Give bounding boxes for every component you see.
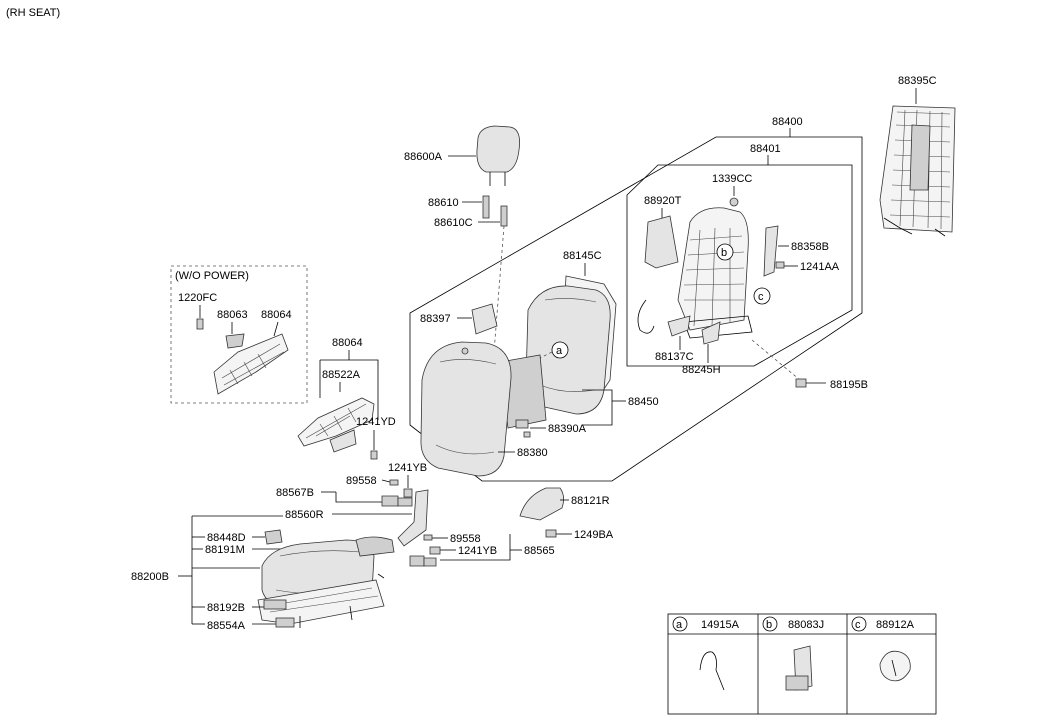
label-88064[interactable]: 88064 (332, 337, 363, 349)
label-88560R[interactable]: 88560R (285, 509, 324, 521)
screw-1249BA (545, 529, 557, 538)
legend-a-letter: a (676, 619, 683, 631)
label-88920T[interactable]: 88920T (644, 195, 682, 207)
label-89558-lower[interactable]: 89558 (450, 533, 481, 545)
pad-88192B (263, 599, 287, 610)
legend-b-part[interactable]: 88083J (788, 619, 824, 631)
backrest-cover-88380 (420, 341, 547, 477)
guide-88610 (482, 195, 490, 219)
screw-1241YD (370, 450, 378, 460)
label-88195B[interactable]: 88195B (830, 379, 868, 391)
label-88567B[interactable]: 88567B (276, 487, 314, 499)
holder-88083J (785, 645, 813, 691)
legend-b-letter: b (766, 619, 772, 631)
label-88064-wo[interactable]: 88064 (261, 309, 292, 321)
headrest-88600A (476, 125, 520, 186)
wire-clip-14915A (699, 651, 725, 691)
label-88400[interactable]: 88400 (772, 116, 803, 128)
label-88380[interactable]: 88380 (517, 447, 548, 459)
label-1339CC[interactable]: 1339CC (712, 173, 752, 185)
label-88450[interactable]: 88450 (628, 396, 659, 408)
label-88395C[interactable]: 88395C (898, 75, 937, 87)
clips-88565 (409, 555, 437, 567)
wo-power-box (170, 265, 308, 404)
screw-1241YB-lower (429, 546, 441, 555)
wo-power-note: (W/O POWER) (175, 270, 249, 282)
legend-table: a 14915A b 88083J c 88912A (667, 613, 937, 715)
screw-1241YB-upper (403, 488, 413, 498)
label-1241YB-upper[interactable]: 1241YB (388, 462, 427, 474)
clips-88567B (381, 495, 413, 507)
nut-1339CC (729, 197, 739, 207)
label-88137C[interactable]: 88137C (655, 351, 694, 363)
side-cover-88064 (297, 397, 375, 453)
assembly-frame-88401 (626, 164, 853, 367)
label-1220FC[interactable]: 1220FC (178, 292, 217, 304)
bracket-88358B (763, 225, 779, 277)
diagram-title: (RH SEAT) (6, 7, 60, 19)
screw-1241AA (775, 261, 785, 269)
legend-c-letter: c (855, 619, 861, 631)
label-88145C[interactable]: 88145C (563, 250, 602, 262)
bolt-88195B (795, 378, 807, 388)
back-panel-88395C (879, 105, 956, 237)
label-88358B[interactable]: 88358B (791, 241, 829, 253)
callout-a-marker[interactable] (551, 341, 569, 359)
airbag-88920T (644, 215, 679, 269)
label-88610[interactable]: 88610 (428, 197, 459, 209)
label-88397[interactable]: 88397 (420, 313, 451, 325)
label-88522A[interactable]: 88522A (322, 369, 361, 381)
screw-1220FC (196, 318, 204, 330)
guide-88610C (500, 205, 508, 227)
label-88191M[interactable]: 88191M (205, 544, 245, 556)
label-88565[interactable]: 88565 (524, 545, 555, 557)
wire-harness (637, 299, 655, 334)
clip-88390A (515, 419, 531, 438)
callout-b-letter: b (721, 247, 727, 259)
label-88200B[interactable]: 88200B (131, 571, 169, 583)
panel-88397 (471, 303, 498, 335)
cover-88448D (264, 529, 283, 545)
pad-88554A (275, 617, 295, 628)
bracket-88245H (701, 321, 721, 345)
label-1249BA[interactable]: 1249BA (574, 529, 614, 541)
label-1241YB-lower[interactable]: 1241YB (458, 545, 497, 557)
legend-a-part[interactable]: 14915A (701, 619, 740, 631)
bracket-88137C (667, 315, 691, 337)
label-88063[interactable]: 88063 (217, 309, 248, 321)
callout-c-marker[interactable] (753, 287, 771, 305)
label-89558-upper[interactable]: 89558 (346, 475, 377, 487)
cover-88121R (519, 487, 564, 521)
label-88245H[interactable]: 88245H (682, 364, 721, 376)
label-88121R[interactable]: 88121R (571, 495, 610, 507)
pin-89558-upper (389, 479, 399, 486)
callout-c-letter: c (758, 291, 764, 303)
legend-c-part[interactable]: 88912A (876, 619, 915, 631)
pin-89558-lower (423, 534, 433, 541)
side-cover-88064-wo (213, 333, 289, 395)
label-1241AA[interactable]: 1241AA (800, 261, 840, 273)
clip-88912A (879, 650, 911, 682)
label-88192B[interactable]: 88192B (207, 602, 245, 614)
callout-a-letter: a (556, 345, 563, 357)
label-1241YD[interactable]: 1241YD (356, 416, 396, 428)
label-88554A[interactable]: 88554A (207, 620, 246, 632)
label-88600A[interactable]: 88600A (404, 151, 443, 163)
label-88401[interactable]: 88401 (750, 143, 781, 155)
seat-back-frame (677, 207, 753, 339)
callout-b-marker[interactable] (716, 243, 734, 261)
bracket-88560R (397, 489, 429, 547)
label-88448D[interactable]: 88448D (207, 532, 246, 544)
label-88610C[interactable]: 88610C (434, 217, 473, 229)
seat-cushion-88200B (257, 536, 395, 628)
label-88390A[interactable]: 88390A (548, 423, 587, 435)
